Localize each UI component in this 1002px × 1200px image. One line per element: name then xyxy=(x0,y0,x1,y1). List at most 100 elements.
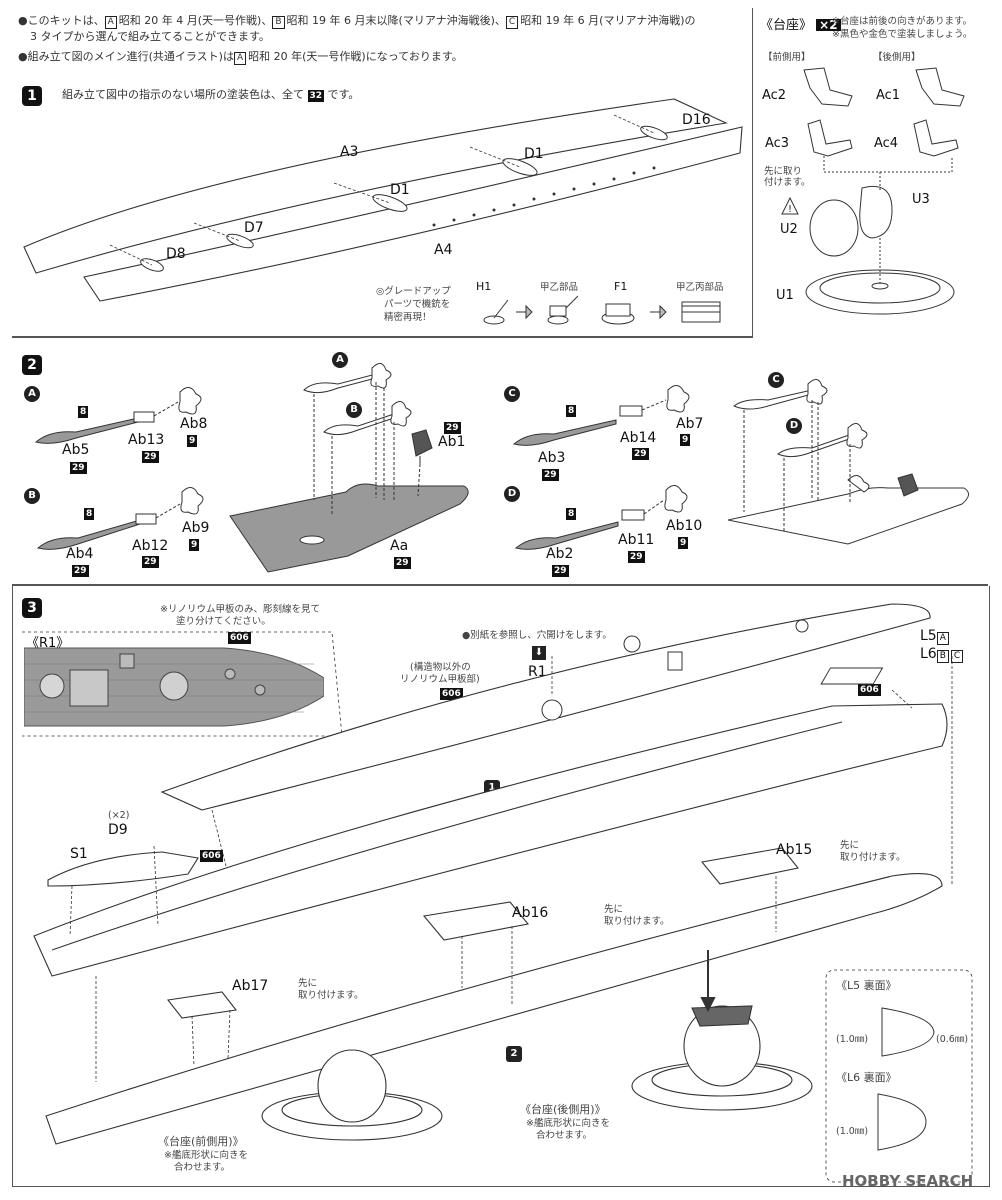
stern-part-aa xyxy=(229,483,469,573)
upgrade-kotsu-label: 甲乙部品 xyxy=(540,282,579,293)
rudder-ab1 xyxy=(411,429,433,457)
upgrade-guns-drawing xyxy=(483,295,721,325)
part-ab17 xyxy=(166,991,238,1019)
part-ab1-label: Ab1 xyxy=(438,434,466,450)
l5-color: 606 xyxy=(858,684,881,696)
stand-parts-drawing: ! xyxy=(781,67,965,315)
u2-sphere xyxy=(809,199,859,257)
upgrade-note-3: 精密再現！ xyxy=(384,312,432,323)
upgrade-note-2: パーツで機銃を xyxy=(384,299,451,310)
ab16-note-b: 取り付けます。 xyxy=(604,916,670,927)
l5-l6-callout-frame xyxy=(825,969,973,1183)
version-a-tag: A xyxy=(104,16,117,29)
propeller-ab8 xyxy=(178,387,202,415)
part-ab5-color: 29 xyxy=(70,462,87,474)
shaft-ab5 xyxy=(34,417,139,444)
group-d-color-1: 8 xyxy=(566,508,577,520)
version-b-tag: B xyxy=(272,16,285,29)
ac1-part xyxy=(915,67,965,107)
step2-group-d-tag: D xyxy=(504,486,520,502)
part-ab8-color: 9 xyxy=(187,435,198,447)
stand-rear-note-2: 合わせます。 xyxy=(536,1130,593,1141)
group-a-color-1: 8 xyxy=(78,406,89,418)
ab15-label: Ab15 xyxy=(776,842,813,858)
upgrade-note-1: ◎グレードアップ xyxy=(376,286,451,297)
stand-attach-note-1: 先に取り xyxy=(764,166,803,177)
part-u2-label: U2 xyxy=(780,222,798,237)
step3-ref-step2: 2 xyxy=(506,1046,522,1062)
r1-note-2: 塗り分けてください。 xyxy=(176,616,271,627)
part-d1-label-b: D1 xyxy=(390,182,410,198)
l5-back-title: 《L5 裏面》 xyxy=(836,980,897,991)
propeller-ab10 xyxy=(664,485,688,513)
l5-version-tag: A xyxy=(936,632,949,645)
step2-right-c-tag: C xyxy=(768,372,784,388)
stand-title-text: 《台座》 xyxy=(760,18,813,33)
stand-title: 《台座》 ×2 xyxy=(760,14,841,33)
part-ab1-color: 29 xyxy=(444,422,461,434)
part-s1 xyxy=(47,851,199,887)
shaft-ab3 xyxy=(512,419,617,446)
ac4-part xyxy=(913,119,959,157)
intro-text-b: 昭和 20 年 4 月(天一号作戦)、 xyxy=(118,14,273,27)
main-version-tag: A xyxy=(233,52,247,65)
hull-part-a3 xyxy=(23,98,728,274)
group-c-color-1: 8 xyxy=(566,405,577,417)
step1-badge: 1 xyxy=(22,86,42,106)
stand-front-note-2: 合わせます。 xyxy=(174,1162,231,1173)
l6-part: L6 xyxy=(920,646,937,662)
bracket-ab11 xyxy=(621,509,645,521)
part-ab15 xyxy=(700,847,799,885)
part-a3-label: A3 xyxy=(340,144,359,160)
shaft-a-assembled xyxy=(303,373,377,394)
step2-group-a-tag: A xyxy=(24,386,40,402)
spacer-d1a xyxy=(502,158,538,176)
intro-text-f: 昭和 20 年(天一号作戦)になっております。 xyxy=(248,50,463,63)
ab16-note-a: 先に xyxy=(604,904,624,915)
part-ab13-label: Ab13 xyxy=(128,432,165,448)
l5-hole-1: (1.0㎜) xyxy=(836,1034,869,1045)
stand-count: ×2 xyxy=(816,19,841,31)
propeller-ab7 xyxy=(666,385,690,413)
step2-group-c-tag: C xyxy=(504,386,520,402)
intro-text-a: ●このキットは、 xyxy=(18,14,105,27)
linoleum-color: 606 xyxy=(440,688,463,700)
part-ab2-label: Ab2 xyxy=(546,546,574,562)
r1-title: 《R1》 xyxy=(26,636,70,651)
stand-rear-note-1: ※艦底形状に向きを xyxy=(526,1118,610,1129)
part-ab10-label: Ab10 xyxy=(666,518,703,534)
part-d1-label-a: D1 xyxy=(524,146,544,162)
drill-note: ●別紙を参照し、穴開けをします。 xyxy=(462,630,612,641)
part-ab2-color: 29 xyxy=(552,565,569,577)
part-ab5-label: Ab5 xyxy=(62,442,90,458)
part-d8-label: D8 xyxy=(166,246,186,262)
part-aa-color: 29 xyxy=(394,557,411,569)
stand-note-1: ※台座は前後の向きがあります。 xyxy=(832,16,973,27)
l6-version-tag-b: B xyxy=(936,650,949,663)
linoleum-note-1: (構造物以外の xyxy=(410,662,471,673)
l5-back-view xyxy=(881,1007,935,1057)
step1-hull-drawing xyxy=(23,98,743,302)
l6-version-tag-c: C xyxy=(950,650,964,663)
r1-structure xyxy=(69,669,109,707)
step1-note-a: 組み立て図中の指示のない場所の塗装色は、全て xyxy=(62,88,304,101)
part-aa-label: Aa xyxy=(390,538,409,554)
intro-text-c: 昭和 19 年 6 月末以降(マリアナ沖海戦後)、 xyxy=(286,14,506,27)
linoleum-note-2: リノリウム甲板部) xyxy=(400,674,480,685)
part-ab3-label: Ab3 xyxy=(538,450,566,466)
upgrade-kotsuhei-label: 甲乙丙部品 xyxy=(676,282,724,293)
part-d7-label: D7 xyxy=(244,220,264,236)
part-ab14-color: 29 xyxy=(632,448,649,460)
step3-badge: 3 xyxy=(22,598,42,618)
bracket-ab12 xyxy=(135,513,157,525)
step2-group-b-tag: B xyxy=(24,488,40,504)
u3-part xyxy=(859,185,893,239)
stand-rear-title: 《台座(後側用)》 xyxy=(520,1103,606,1116)
part-ab8-label: Ab8 xyxy=(180,416,208,432)
l6-hole-1: (1.0㎜) xyxy=(836,1126,869,1137)
step1-note-b: です。 xyxy=(327,88,360,101)
step2-left-parts-drawing xyxy=(34,387,204,550)
